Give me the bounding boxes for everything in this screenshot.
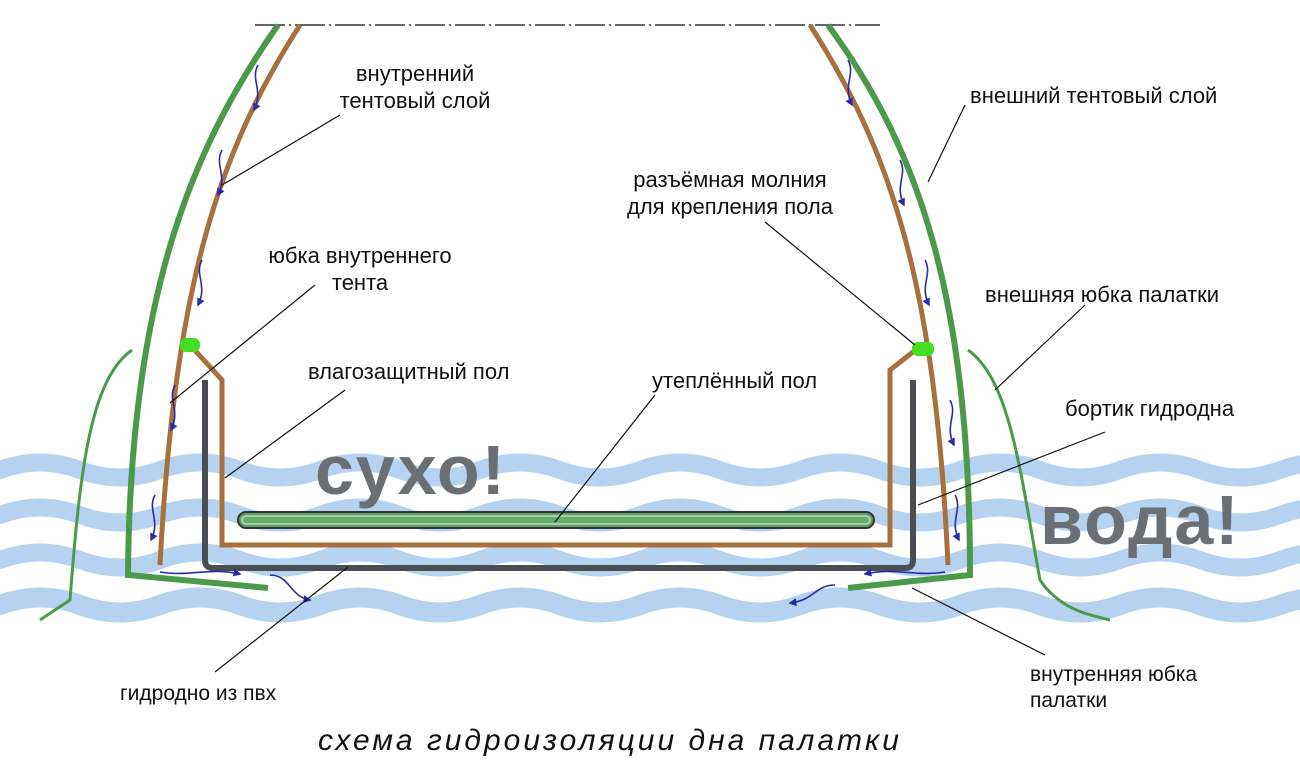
label-outer-skirt: внешняя юбка палатки: [985, 282, 1220, 307]
outer-tent-layer: [124, 23, 974, 591]
waterproof-floor: [188, 343, 920, 548]
diagram-caption: схема гидроизоляции дна палатки: [318, 724, 902, 757]
outer-skirt: [39, 348, 1111, 622]
label-waterproof-floor: влагозащитный пол: [308, 359, 510, 384]
label-inner-skirt: юбка внутреннего тента: [268, 243, 452, 295]
label-zipper: разъёмная молния для крепления пола: [627, 167, 833, 219]
zipper-right: [912, 342, 934, 356]
inner-tent-layer: [157, 23, 951, 566]
label-tent-inner-skirt: внутренняя юбка палатки: [1030, 663, 1198, 712]
label-outer-tent-layer: внешний тентовый слой: [970, 83, 1218, 108]
label-insulated-floor: утеплённый пол: [652, 368, 818, 393]
callout-dry: сухо!: [315, 431, 507, 509]
pvc-tub-floor: [202, 380, 916, 571]
leader-lines: [169, 104, 1106, 673]
flow-arrows: [150, 59, 960, 607]
label-pvc-tub-floor: гидродно из пвх: [120, 682, 277, 705]
callout-water: вода!: [1040, 481, 1241, 559]
label-inner-tent-layer: внутренний тентовый слой: [339, 61, 491, 113]
zipper-left: [180, 338, 200, 352]
label-tub-edge: бортик гидродна: [1065, 396, 1235, 421]
water-waves: [0, 453, 1300, 623]
